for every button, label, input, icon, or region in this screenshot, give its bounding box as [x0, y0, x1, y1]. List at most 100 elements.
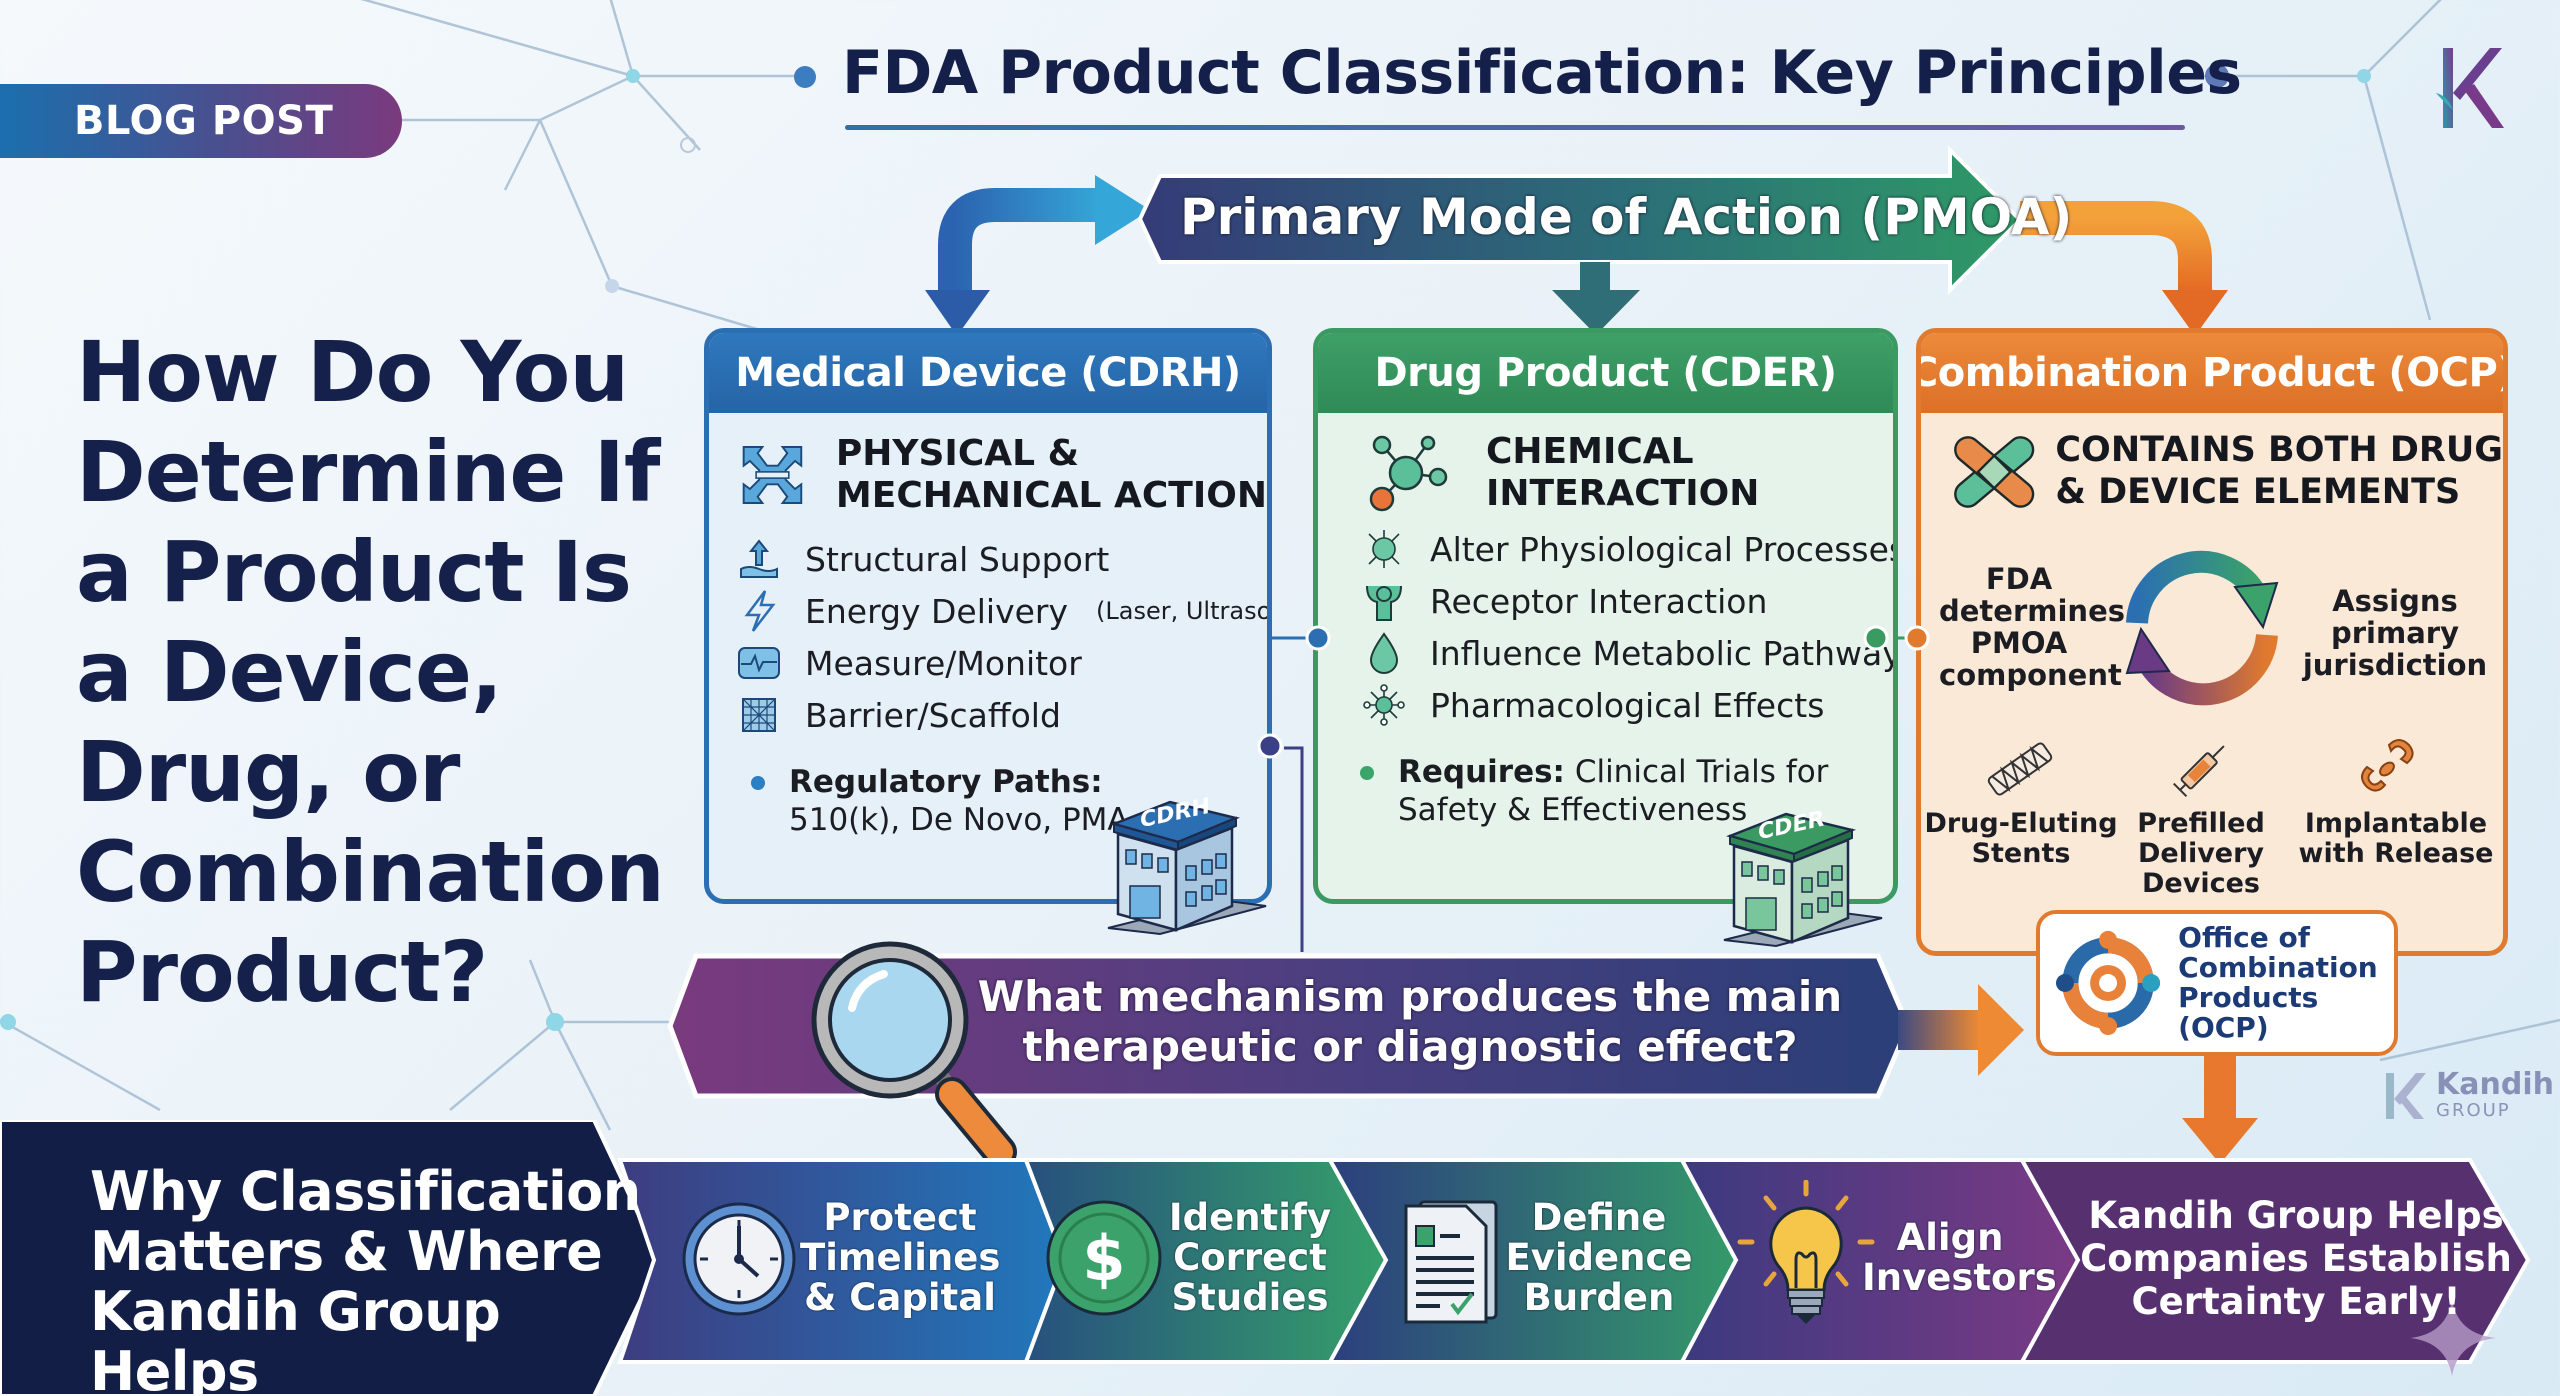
- text-line: component: [1939, 658, 2122, 692]
- drug-card-header: Drug Product (CDER): [1318, 333, 1893, 413]
- text-line: Delivery: [2137, 838, 2265, 869]
- chevron-final: [2018, 1158, 2531, 1364]
- text-line: Kandih Group Helps: [2088, 1194, 2504, 1237]
- office-down-arrow: [2182, 1056, 2258, 1164]
- kandih-k-logo-icon: [2436, 48, 2504, 128]
- regulatory-paths-value: 510(k), De Novo, PMA: [789, 802, 1129, 838]
- receptor-person-icon: [1360, 577, 1408, 625]
- device-down-arrow-head: [925, 290, 990, 336]
- device-card: Medical Device (CDRH) PHYSICAL & MECHANI…: [704, 328, 1272, 904]
- item-label: Receptor Interaction: [1430, 581, 1768, 621]
- svg-text:$: $: [1082, 1222, 1125, 1295]
- text-line: FDA: [1985, 562, 2053, 596]
- example-drug-eluting-stents: Drug-Eluting Stents: [1921, 809, 2121, 869]
- question-text: What mechanism produces the main therape…: [950, 972, 1870, 1072]
- text-line: Protect: [823, 1196, 977, 1239]
- dollar-coin-icon: $: [1046, 1200, 1162, 1316]
- expand-arrows-icon: [742, 446, 803, 504]
- text-line: & Capital: [804, 1276, 996, 1319]
- item-label: Structural Support: [805, 539, 1110, 579]
- crossed-bandage-pill-icon: [1954, 436, 2035, 508]
- heartbeat-monitor-icon: [735, 639, 783, 687]
- cycle-arrows-icon: [2125, 550, 2279, 706]
- main-question-heading: How Do You Determine If a Product Is a D…: [76, 322, 696, 1022]
- cycle-right-text: Assigns primary jurisdiction: [2295, 585, 2495, 681]
- text-line: Studies: [1171, 1276, 1329, 1319]
- implant-link-icon: [2361, 739, 2414, 792]
- kandih-group-text: GROUP: [2436, 1100, 2511, 1121]
- office-of-combination-products-box: Office of Combination Products (OCP): [2036, 910, 2398, 1056]
- mesh-scaffold-icon: [735, 691, 783, 739]
- final-call-to-action: Kandih Group Helps Companies Establish C…: [2076, 1194, 2516, 1323]
- text-line: with Release: [2298, 838, 2494, 869]
- item-label: Energy Delivery: [805, 591, 1069, 631]
- text-line: Implantable: [2304, 808, 2488, 839]
- requirement-text: Clinical Trials for: [1574, 754, 1829, 790]
- heading-line: Product?: [76, 923, 488, 1021]
- clock-icon: [682, 1202, 796, 1316]
- feature-title-line: CHEMICAL: [1486, 431, 1694, 472]
- feature-title-line: CONTAINS BOTH DRUG: [2055, 430, 2503, 470]
- cell-icon: [1360, 525, 1408, 573]
- item-sublabel: (Laser, Ultrasound): [1096, 597, 1272, 625]
- text-line: Timelines: [800, 1236, 1001, 1279]
- combination-down-arrow-head: [2162, 290, 2228, 336]
- lightbulb-icon: [1737, 1180, 1875, 1324]
- item-label: Barrier/Scaffold: [805, 695, 1061, 735]
- benefits-chevron-band: [0, 1120, 2531, 1396]
- network-node-icon: [1360, 681, 1408, 729]
- item-label: Measure/Monitor: [805, 643, 1082, 683]
- kandih-watermark: Kandih GROUP: [2378, 1070, 2554, 1121]
- regulatory-paths-label: Regulatory Paths:: [789, 764, 1103, 800]
- item-label: Influence Metabolic Pathways: [1430, 633, 1898, 673]
- text-line: Companies Establish: [2080, 1237, 2512, 1280]
- list-item: Energy Delivery(Laser, Ultrasound): [735, 585, 1267, 637]
- list-item: Structural Support: [735, 533, 1267, 585]
- text-line: Assigns: [2332, 584, 2458, 618]
- drug-requirement: Requires: Clinical Trials for Safety & E…: [1360, 753, 1893, 829]
- example-implantable-with-release: Implantable with Release: [2291, 809, 2501, 869]
- text-line: Office of: [2178, 921, 2310, 954]
- kandih-k-watermark-icon: [2386, 1072, 2426, 1119]
- text-line: Stents: [1971, 838, 2071, 869]
- magnifying-glass-icon: [811, 941, 1017, 1158]
- text-line: determines: [1939, 594, 2125, 628]
- cder-building-icon: [1723, 812, 1883, 948]
- drug-down-arrow-head: [1552, 290, 1640, 335]
- molecule-icon: [1369, 435, 1448, 512]
- cycle-left-text: FDA determines PMOA component: [1939, 562, 2125, 692]
- feature-title-line: PHYSICAL &: [835, 433, 1079, 474]
- structural-support-icon: [735, 535, 783, 583]
- text-line: Evidence: [1505, 1236, 1693, 1279]
- heading-line: a Product Is: [76, 523, 632, 621]
- example-prefilled-delivery-devices: Prefilled Delivery Devices: [2111, 809, 2291, 899]
- text-line: Burden: [1523, 1276, 1675, 1319]
- text-line: Why Classification: [90, 1160, 641, 1223]
- drug-card: Drug Product (CDER) CHEMICAL INTERACTION…: [1313, 328, 1898, 904]
- question-to-office-arrow: [1898, 984, 2024, 1076]
- list-item: Influence Metabolic Pathways: [1360, 627, 1893, 679]
- droplet-icon: [1360, 629, 1408, 677]
- text-line: primary: [2331, 616, 2459, 650]
- text-line: Investors: [1862, 1256, 2057, 1299]
- combination-card: Combination Product (OCP) CONTAINS BOTH …: [1916, 328, 2508, 956]
- text-line: Combination: [2178, 951, 2378, 984]
- pmoa-banner: [1137, 145, 2023, 295]
- requirement-label: Requires:: [1398, 754, 1565, 790]
- list-item: Alter Physiological Processes: [1360, 523, 1893, 575]
- list-item: Receptor Interaction: [1360, 575, 1893, 627]
- list-item: Barrier/Scaffold: [735, 689, 1267, 741]
- text-line: jurisdiction: [2302, 648, 2488, 682]
- kandih-wordmark: Kandih: [2436, 1067, 2554, 1102]
- page-title: FDA Product Classification: Key Principl…: [842, 38, 2242, 108]
- question-banner: [668, 953, 1910, 1099]
- text-line: Identify: [1168, 1196, 1332, 1239]
- text-line: Products (OCP): [2178, 981, 2319, 1044]
- blue-arrow-head: [1095, 175, 1150, 245]
- step-protect-timelines: Protect Timelines & Capital: [800, 1198, 1000, 1318]
- item-label: Alter Physiological Processes: [1430, 529, 1898, 569]
- heading-line: Drug, or: [76, 723, 460, 821]
- heading-line: How Do You: [76, 323, 629, 421]
- text-line: Drug-Eluting: [1924, 808, 2118, 839]
